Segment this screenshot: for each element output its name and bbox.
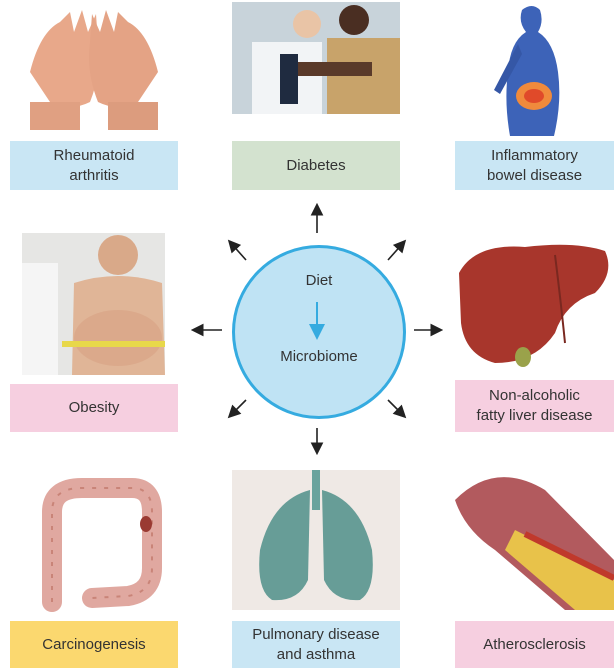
- arrow-down-left: [230, 400, 246, 416]
- label-nafld-line1: Non-alcoholic: [489, 386, 580, 406]
- label-obesity: Obesity: [10, 384, 178, 432]
- label-nafld: Non-alcoholic fatty liver disease: [455, 380, 614, 432]
- arrow-down-right: [388, 400, 404, 416]
- label-carcinogenesis: Carcinogenesis: [10, 621, 178, 668]
- label-atherosclerosis: Atherosclerosis: [455, 621, 614, 668]
- label-carcinogenesis-text: Carcinogenesis: [42, 635, 145, 655]
- lungs-photo: [232, 470, 400, 610]
- arrow-up-right: [388, 242, 404, 260]
- label-obesity-text: Obesity: [69, 398, 120, 418]
- label-pulmonary-line1: Pulmonary disease: [252, 625, 380, 645]
- label-pulmonary-line2: and asthma: [277, 645, 355, 665]
- artery-photo: [455, 460, 614, 610]
- arrow-up-left: [230, 242, 246, 260]
- label-pulmonary-disease: Pulmonary disease and asthma: [232, 621, 400, 668]
- label-nafld-line2: fatty liver disease: [477, 406, 593, 426]
- colon-photo: [22, 472, 165, 614]
- label-atherosclerosis-text: Atherosclerosis: [483, 635, 586, 655]
